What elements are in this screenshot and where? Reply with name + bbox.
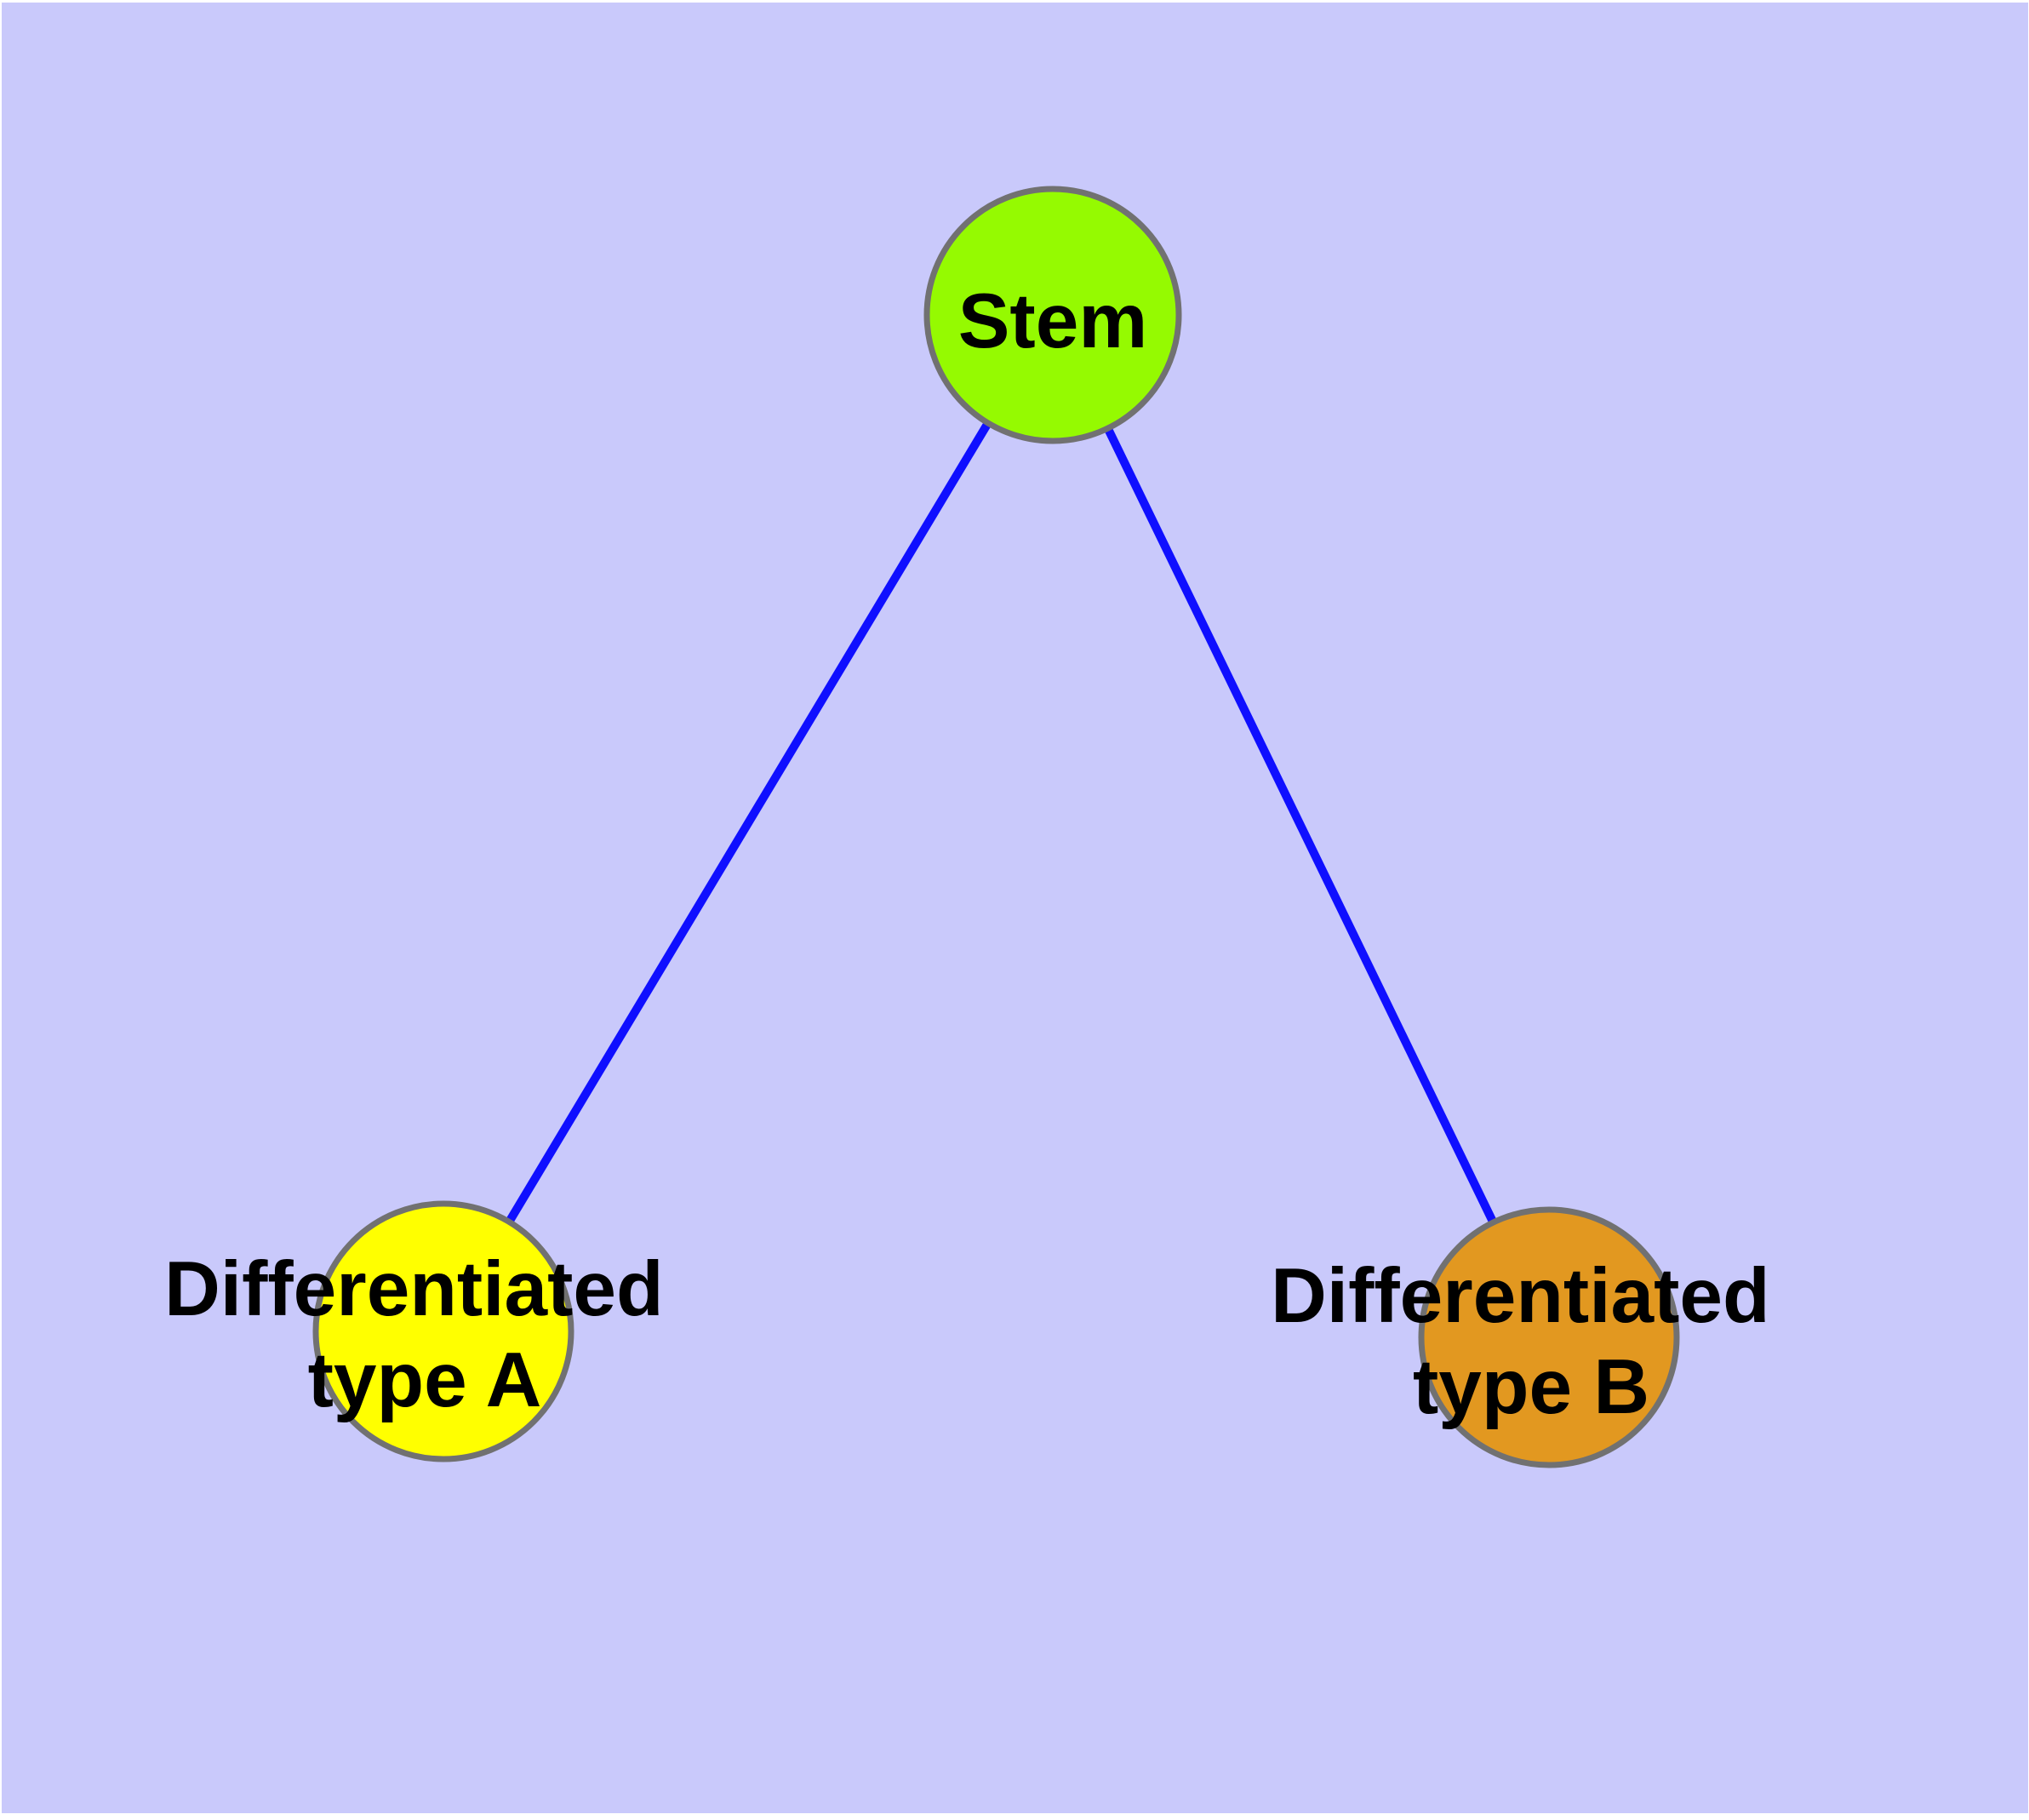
type-a-label-line2: type A	[308, 1337, 542, 1423]
edge-stem-to-type-b	[1049, 312, 1553, 1340]
type-b-node-label: Differentiated type B	[1271, 1253, 1792, 1430]
type-b-label-line1: Differentiated	[1271, 1253, 1770, 1339]
stem-node-label: Stem	[958, 278, 1148, 364]
type-b-node[interactable]	[1418, 1206, 1680, 1468]
stem-node[interactable]	[923, 186, 1182, 444]
type-a-node[interactable]	[312, 1200, 574, 1462]
type-a-label-line1: Differentiated	[164, 1246, 664, 1332]
edge-stem-to-type-a	[439, 312, 1057, 1334]
type-b-label-line2: type B	[1413, 1344, 1649, 1430]
type-a-node-label: Differentiated type A	[164, 1246, 685, 1423]
